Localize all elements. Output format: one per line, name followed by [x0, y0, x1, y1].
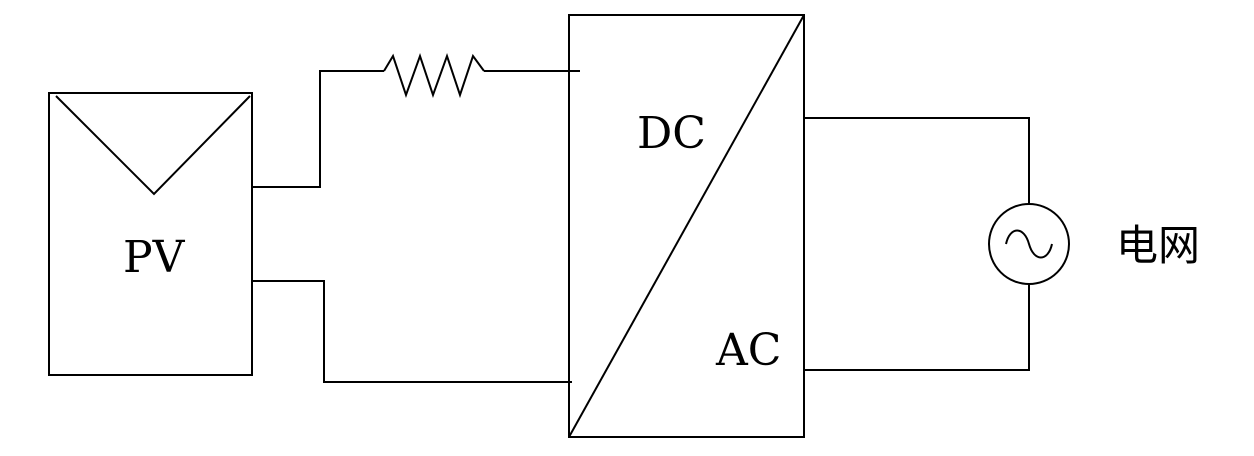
ac-source-icon — [988, 203, 1070, 285]
ac-output-top-wire — [804, 117, 1030, 204]
top-wire-left-segment — [252, 70, 384, 188]
converter-box — [568, 14, 805, 438]
grid-label: 电网 — [1116, 221, 1200, 270]
ac-label: AC — [715, 325, 781, 376]
dc-ac-converter: DC AC — [568, 14, 805, 438]
pv-label: PV — [123, 232, 186, 283]
ac-output-bottom-wire — [804, 284, 1030, 371]
bottom-wire — [252, 280, 572, 383]
converter-diagonal — [568, 14, 805, 438]
dc-label: DC — [637, 108, 706, 159]
sine-wave-icon — [1005, 229, 1053, 259]
ac-source-circle — [988, 203, 1070, 285]
top-wire — [252, 52, 580, 188]
pv-panel-box — [48, 92, 253, 376]
pv-panel: PV — [48, 92, 253, 376]
pv-panel-v-glyph — [55, 95, 251, 196]
resistor-symbol — [383, 52, 485, 99]
